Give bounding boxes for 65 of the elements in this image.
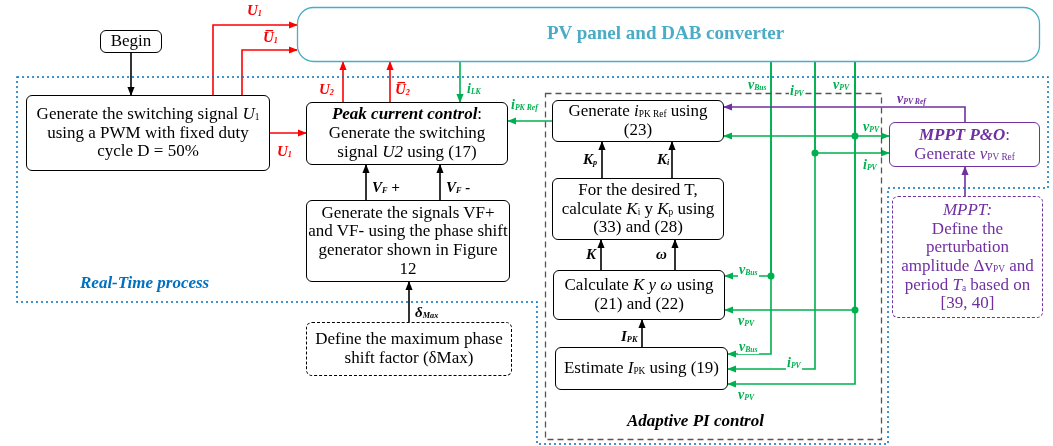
arrow	[241, 46, 298, 96]
region-label: Real-Time process	[80, 273, 210, 293]
edge-label: V$_{F}$ -	[445, 180, 472, 196]
arrow	[597, 239, 605, 271]
signal-label: i$_{PV}$	[789, 84, 805, 98]
box-text: Generate the signals VF+ and VF- using the phase shift generator shown in Figure 12	[308, 203, 508, 279]
box-text: Generate the switching signal U$_{1}$ using a PWM with fixed duty cycle D = 50%	[35, 104, 261, 162]
process-box	[552, 178, 724, 240]
edge-label: U̅$_{2}$	[394, 82, 411, 98]
process-box	[889, 122, 1040, 167]
edge-label: δ$_{Max}$	[414, 305, 440, 321]
edge-label: i$_{PK Ref}$	[510, 98, 539, 112]
box-text: Generate the switching signal U2 using (17)	[327, 124, 487, 162]
process-box	[306, 102, 508, 165]
arrow	[671, 239, 679, 271]
edge-label: U$_{1}$	[276, 144, 293, 160]
arrow	[436, 164, 444, 201]
box-text: For the desired T, calculate K$_{i}$ y K$_{p}$ using (33) and (28)	[560, 180, 716, 238]
edge-label: U̅$_{1}$	[262, 30, 279, 46]
arrow	[854, 61, 890, 140]
process-box	[26, 95, 270, 171]
input-box	[306, 322, 512, 376]
edge-label: K$_{i}$	[656, 152, 671, 168]
box-text: Calculate K y ω using (21) and (22)	[563, 276, 715, 314]
arrow	[362, 164, 370, 201]
arrow	[269, 129, 307, 137]
edge-label: V$_{F}$ +	[371, 180, 401, 196]
arrow	[507, 117, 553, 125]
arrow	[727, 61, 772, 358]
edge-label: i$_{PV}$	[786, 356, 802, 370]
arrow	[386, 61, 394, 103]
process-box	[555, 347, 728, 390]
group-label: Adaptive PI control	[627, 411, 764, 431]
box-heading: MPPT P&O:	[918, 125, 1011, 145]
panel-title: PV panel and DAB converter	[547, 22, 785, 44]
box-text: Define the maximum phase shift factor (δMax)	[314, 330, 504, 368]
arrow	[405, 281, 413, 323]
box-text: Define the perturbation amplitude Δv$_{PV}$ and period T$_{a}$ based on [39, 40]	[900, 219, 1035, 314]
start-box	[100, 30, 162, 53]
arrow	[814, 61, 890, 157]
box-heading: MPPT:	[942, 200, 993, 220]
box-text: Begin	[110, 32, 152, 51]
process-box	[552, 100, 724, 142]
edge-label: K	[585, 247, 597, 262]
arrow	[598, 141, 606, 179]
arrow	[961, 166, 969, 197]
arrow	[723, 103, 966, 123]
box-text: Estimate I$_{PK}$ using (19)	[564, 359, 719, 378]
box-text: Generate i$_{PK Ref}$ using (23)	[567, 102, 709, 140]
box-heading: Peak current control:	[331, 105, 483, 125]
edge-label: i$_{LK}$	[466, 82, 482, 96]
edge-label: K$_{p}$	[582, 152, 599, 168]
edge-label: U$_{1}$	[246, 3, 263, 19]
arrow	[668, 141, 676, 179]
process-box	[553, 270, 725, 320]
arrow	[339, 61, 347, 103]
arrow	[127, 52, 135, 96]
edge-label: U$_{2}$	[318, 82, 335, 98]
input-box	[892, 196, 1043, 318]
edge-label: i$_{PV}$	[862, 158, 878, 172]
arrow	[456, 61, 464, 103]
box-text: Generate v$_{PV Ref}$	[914, 144, 1015, 164]
arrow	[638, 319, 646, 348]
arrow	[212, 21, 298, 96]
edge-label: I$_{PK}$	[620, 329, 639, 345]
